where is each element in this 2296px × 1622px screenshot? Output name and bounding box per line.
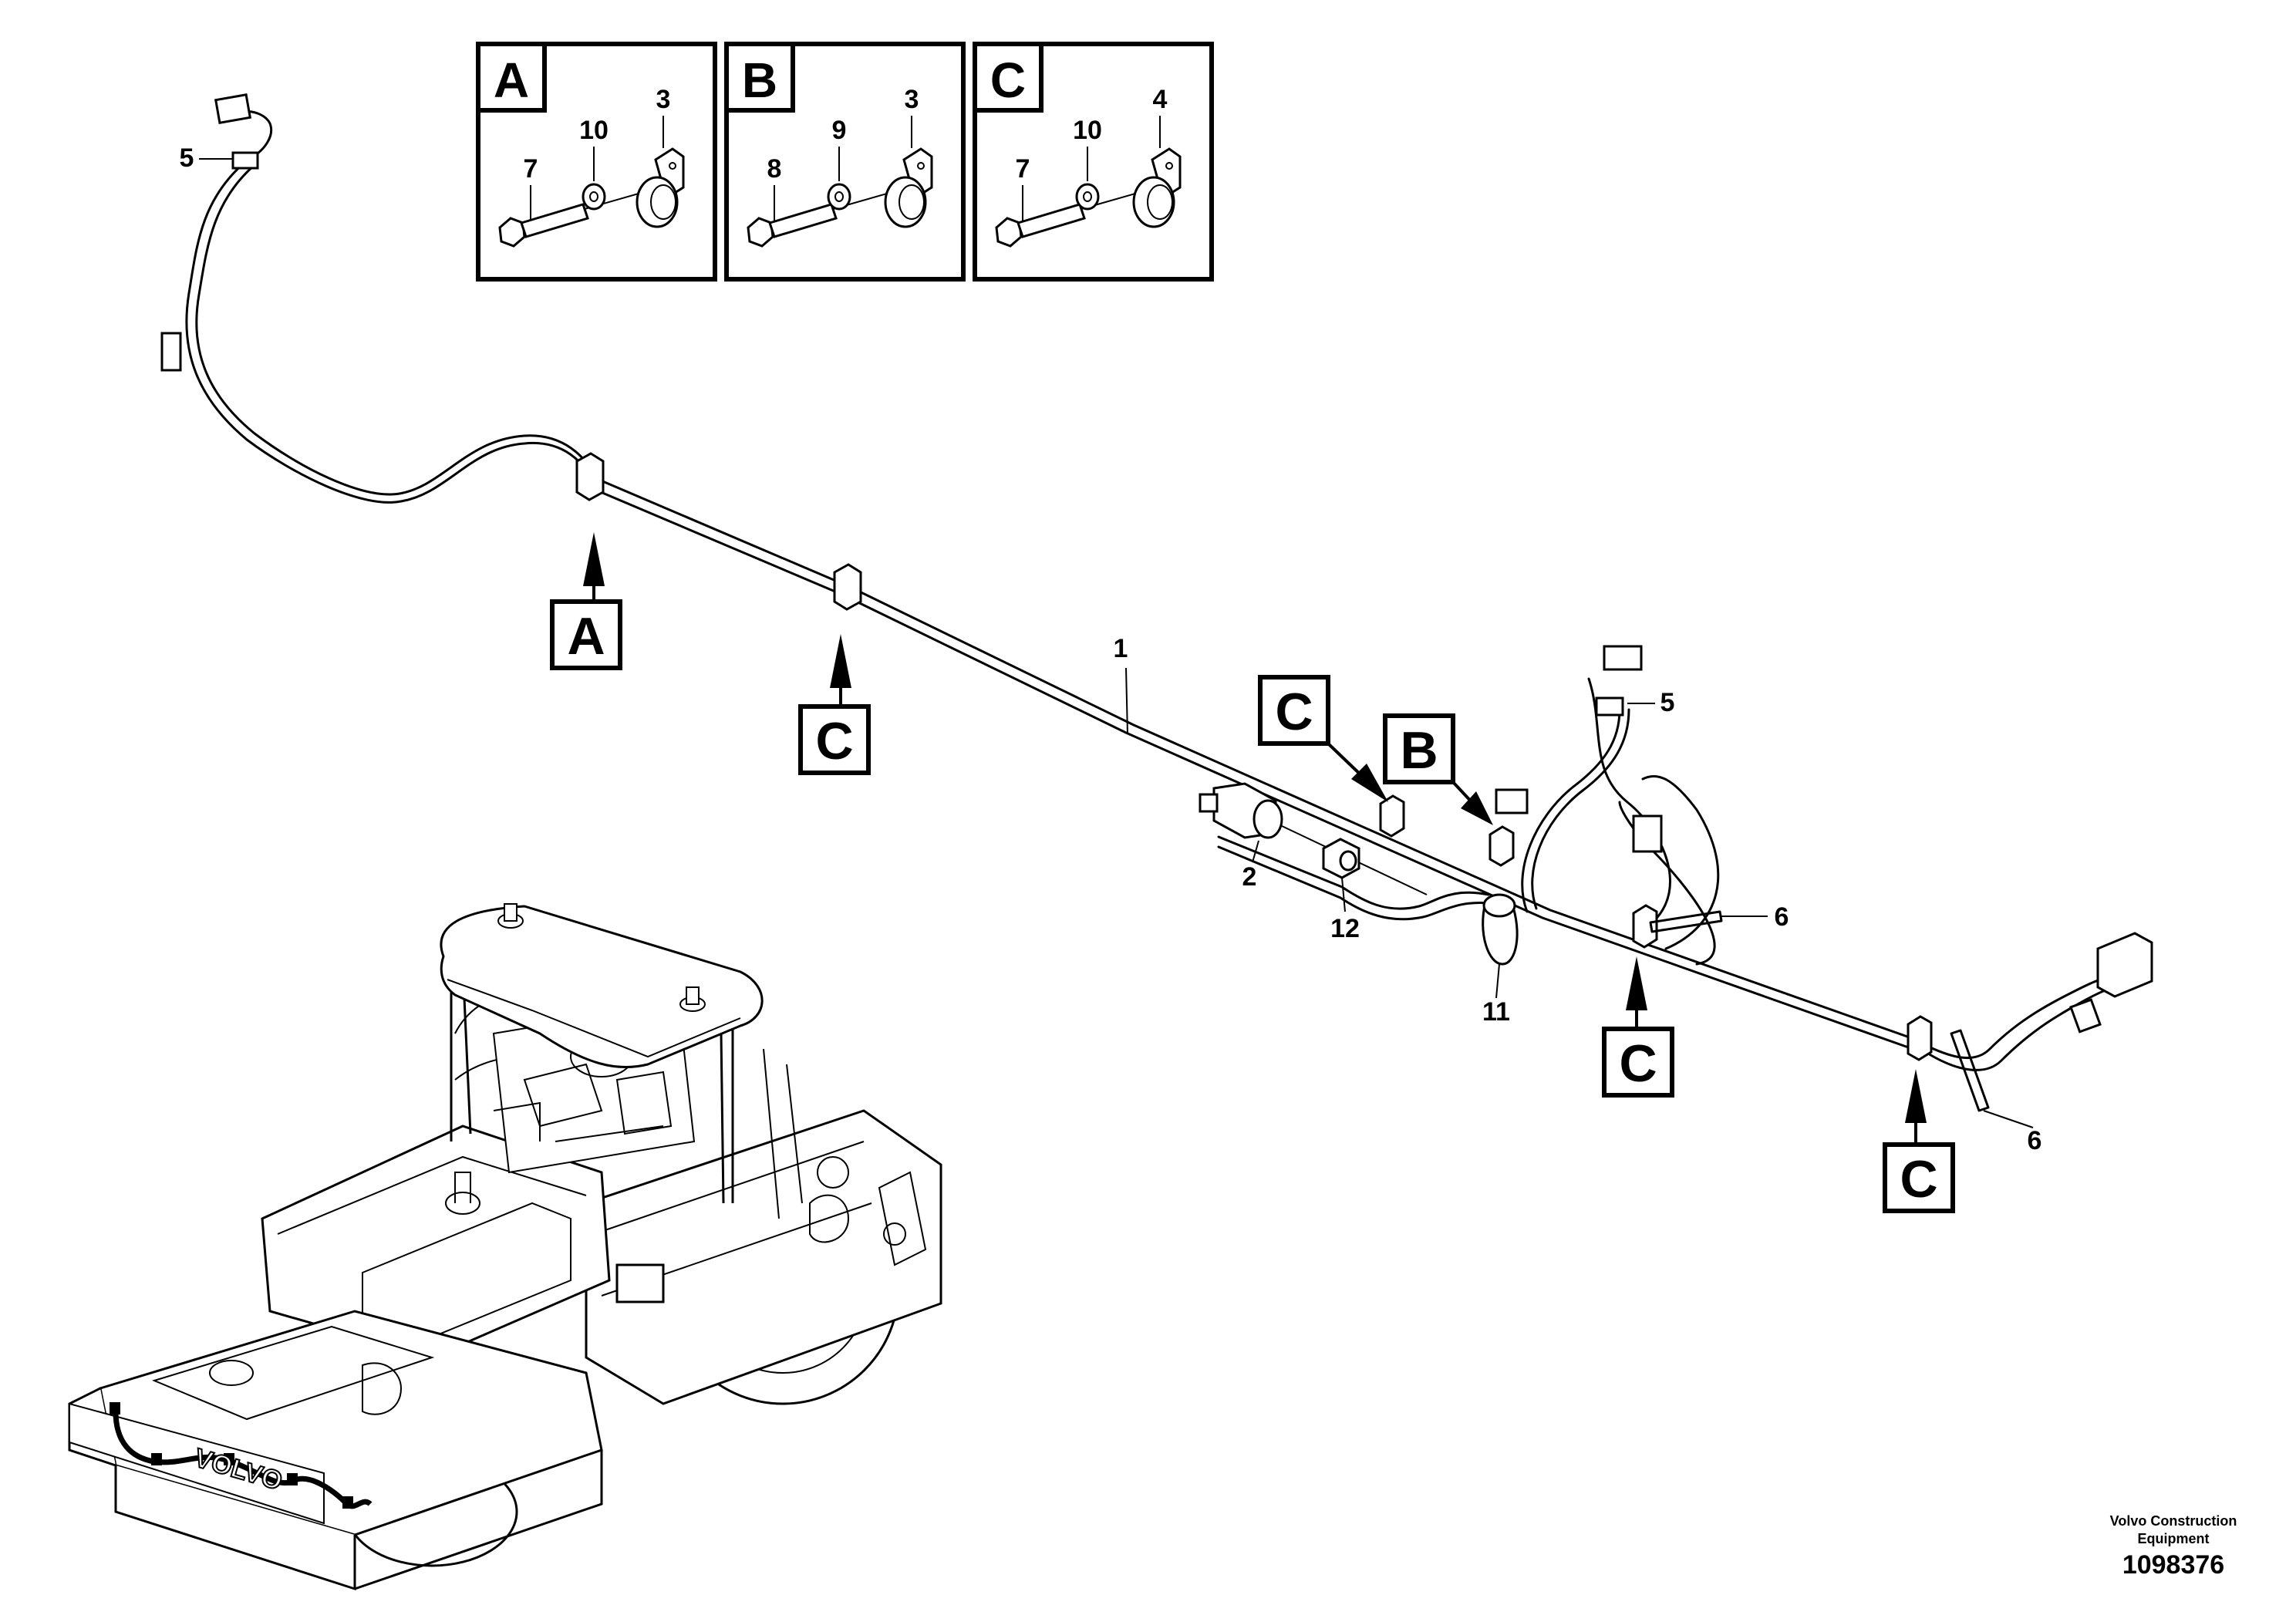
footer: Volvo Construction Equipment 1098376 [2110,1513,2237,1580]
clip-marker-c-mid [1379,794,1405,838]
nut-part-12 [1322,838,1360,879]
detail-letter: A [494,52,529,108]
location-marker-c-mid: C [1258,675,1388,802]
callout-6-lower: 6 [2028,1126,2042,1155]
detail-letter: B [742,52,777,108]
svg-text:B: B [1400,721,1438,780]
sensor-part-2 [1199,782,1283,839]
clip-callout: 3 [905,85,919,114]
tie-strap-center [1649,910,1723,933]
location-marker-c-center: C [1602,956,1674,1098]
bolt-icon [995,203,1086,248]
clamp-part-11 [1482,893,1519,966]
svg-text:C: C [1619,1034,1657,1093]
bolt-icon [747,203,838,248]
callout-5-right: 5 [1660,688,1675,717]
callout-1: 1 [1114,634,1128,663]
clip-marker-b [1489,825,1515,867]
clip-marker-c-left [833,563,862,611]
roller-machine-illustration: VOLVO [68,903,942,1591]
tie-strap-right [1950,1029,1990,1112]
detail-letter: C [990,52,1026,108]
connector-branch-a [1495,788,1529,814]
clip-icon [636,147,685,228]
connector-left-lead [160,332,182,372]
washer-icon [582,183,606,211]
bolt-callout: 7 [524,154,538,184]
location-marker-c-right: C [1883,1069,1955,1213]
svg-text:C: C [1275,683,1313,741]
callout-6-upper: 6 [1775,902,1789,932]
publisher-line-2: Equipment [2138,1531,2210,1546]
connector-branch-b [1632,814,1663,853]
bolt-icon [498,203,589,248]
washer-callout: 10 [579,116,609,145]
detail-box-b: B 8 9 3 [724,42,966,282]
bolt-callout: 8 [767,154,782,184]
connector-far-right [2069,932,2153,1034]
location-marker-c-left: C [798,634,871,775]
bolt-callout: 7 [1016,154,1030,184]
clip-marker-c-center [1632,904,1658,949]
svg-text:C: C [1900,1150,1937,1209]
wiring-harness [185,110,2138,1071]
publisher-line-1: Volvo Construction [2110,1513,2237,1529]
washer-callout: 10 [1073,116,1102,145]
washer-icon [827,183,851,211]
detail-box-a: A 7 10 3 [476,42,717,282]
clip-icon [1132,147,1182,228]
svg-text:C: C [815,712,853,771]
clip-callout: 3 [656,85,671,114]
detail-box-c: C 7 10 4 [973,42,1214,282]
callout-5-left: 5 [180,143,194,173]
washer-callout: 9 [832,116,847,145]
svg-text:A: A [567,607,605,666]
connector-top-left [214,93,259,170]
clip-icon [884,147,933,228]
callout-2: 2 [1242,862,1257,892]
figure-number: 1098376 [2122,1550,2224,1580]
location-marker-b: B [1383,713,1493,825]
clip-marker-a [575,452,605,501]
callout-11: 11 [1482,997,1510,1027]
callout-12: 12 [1330,914,1360,943]
clip-marker-c-right [1907,1015,1933,1061]
washer-icon [1075,183,1100,211]
location-marker-a: A [550,532,622,670]
clip-callout: 4 [1153,85,1168,114]
connector-top-right [1595,645,1643,717]
